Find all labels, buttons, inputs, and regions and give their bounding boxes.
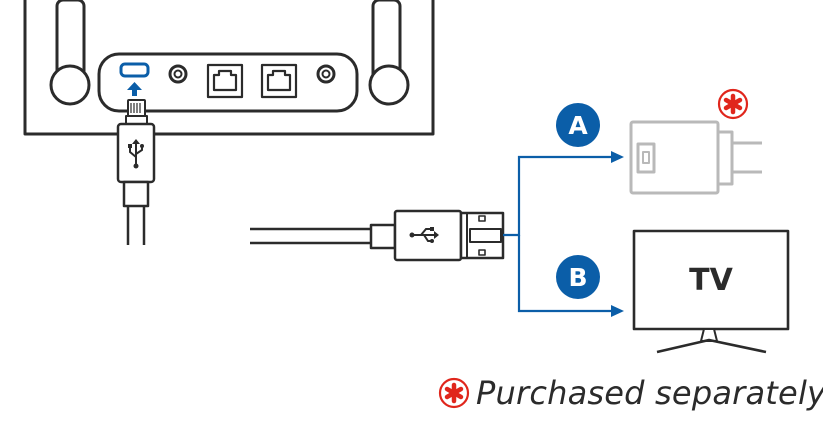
arrow-right-icon xyxy=(611,151,624,163)
micro-usb-strain-relief xyxy=(122,180,150,208)
micro-usb-port xyxy=(119,62,150,78)
arrow-up-icon xyxy=(127,82,142,96)
router-device xyxy=(23,0,435,136)
port-round-1 xyxy=(168,64,188,84)
tv-screen xyxy=(632,229,790,331)
router-body xyxy=(23,0,435,136)
usb-trident-icon xyxy=(409,227,439,243)
port-round-2-inner xyxy=(321,69,331,79)
port-round-1-inner xyxy=(173,69,183,79)
asterisk-icon xyxy=(438,377,470,409)
svg-text:A: A xyxy=(568,111,588,140)
connection-lines xyxy=(503,155,613,313)
tv xyxy=(632,229,790,354)
port-round-2 xyxy=(316,64,336,84)
option-b-badge: B xyxy=(556,255,600,299)
antenna-base-right xyxy=(368,64,410,106)
asterisk-icon xyxy=(717,88,749,120)
svg-text:B: B xyxy=(568,263,587,292)
purchased-separately-note: Purchased separately xyxy=(438,368,823,418)
tv-label: TV xyxy=(689,263,733,298)
antenna-base-left xyxy=(49,64,91,106)
adapter-usb-port xyxy=(636,142,656,174)
line-to-tv xyxy=(517,235,613,313)
usb-a-cable xyxy=(250,209,505,262)
usb-power-adapter xyxy=(629,120,762,195)
micro-usb-cable xyxy=(116,99,156,245)
adapter-neck xyxy=(716,130,734,186)
line-to-adapter xyxy=(503,155,613,237)
purchased-separately-text: Purchased separately xyxy=(476,374,823,412)
adapter-prongs xyxy=(732,141,762,174)
option-a-badge: A xyxy=(556,103,600,147)
usb-trident-icon xyxy=(128,139,144,169)
ethernet-port-1 xyxy=(206,63,244,99)
ethernet-port-2 xyxy=(260,63,298,99)
tv-stand xyxy=(656,338,767,354)
usb-a-strain-relief xyxy=(369,223,397,250)
arrow-right-icon xyxy=(611,305,624,317)
rear-panel xyxy=(97,52,359,113)
